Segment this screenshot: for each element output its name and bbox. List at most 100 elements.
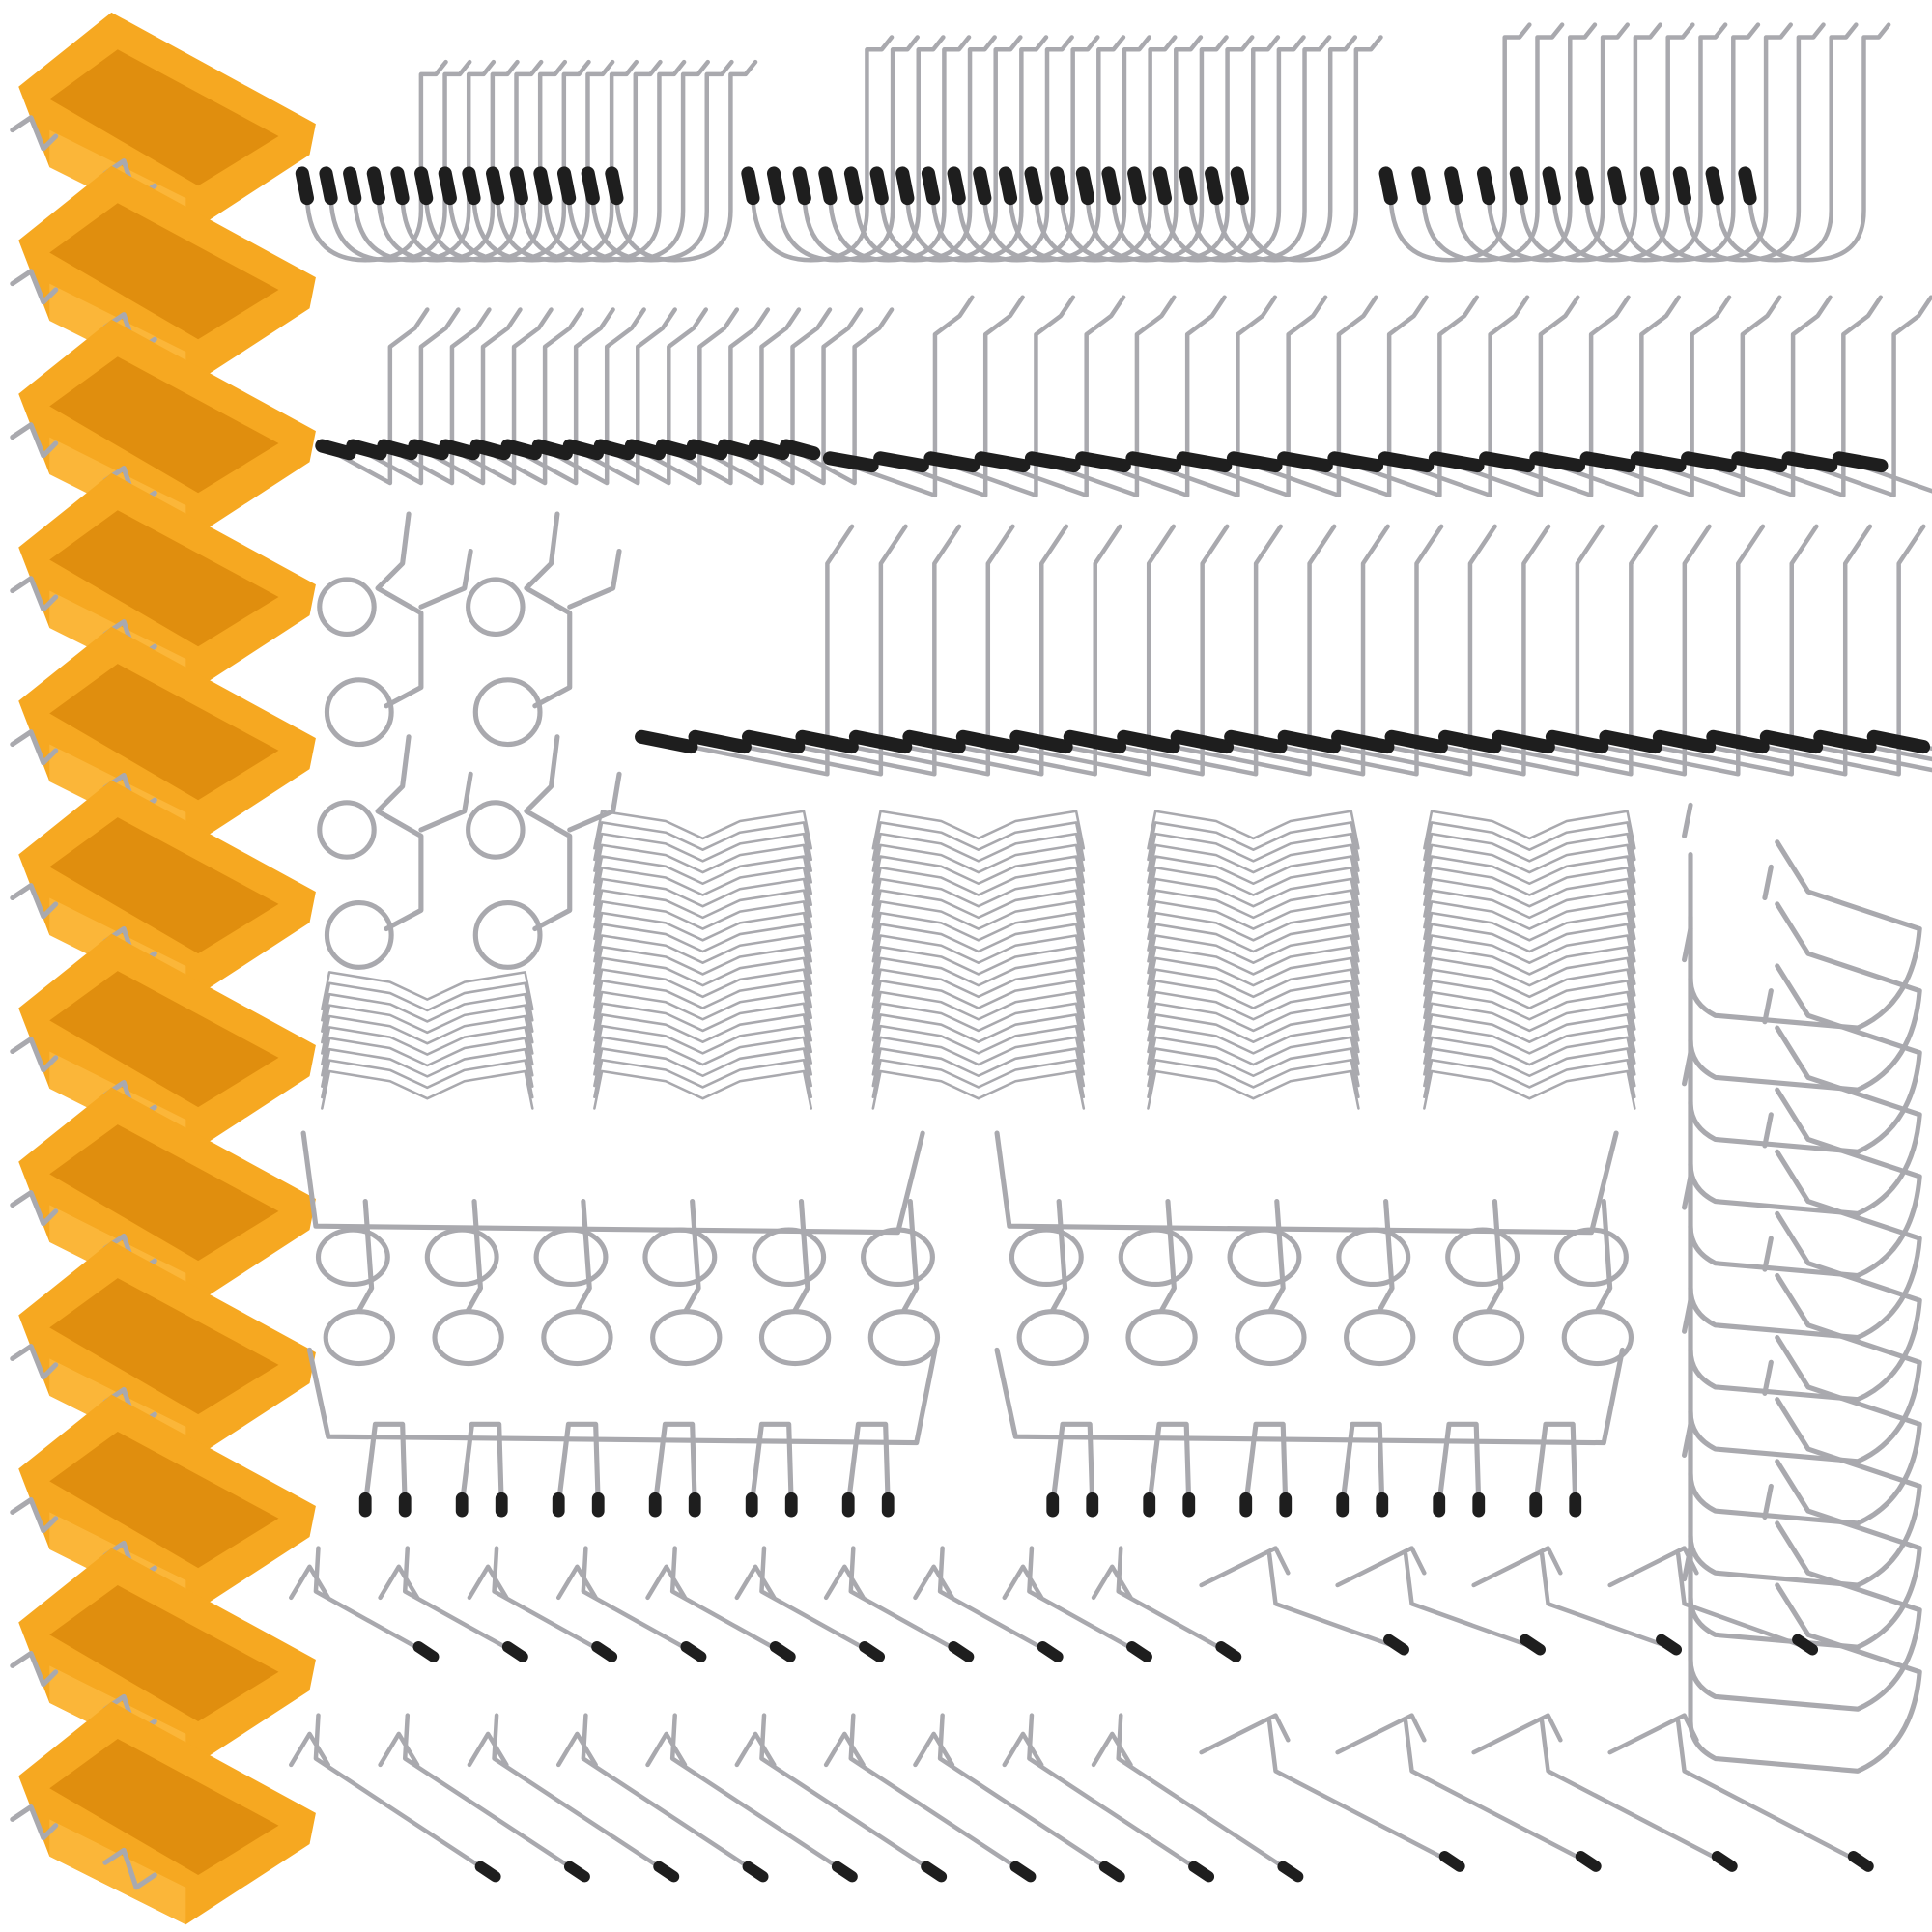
wave-clip bbox=[1423, 843, 1636, 884]
j-hook bbox=[947, 35, 1100, 263]
l-hook-wire bbox=[1029, 295, 1177, 498]
wave-clip bbox=[1423, 866, 1636, 907]
wave-clip bbox=[321, 1059, 534, 1099]
wave-clip bbox=[321, 1037, 534, 1077]
single-hook-wire bbox=[289, 1713, 498, 1879]
j-hook-wire bbox=[590, 59, 734, 263]
j-hook bbox=[462, 59, 615, 263]
rubber-tip bbox=[1215, 1641, 1242, 1662]
wave-clip bbox=[593, 877, 813, 918]
single-hook-wire bbox=[1335, 1546, 1543, 1652]
wave-clip bbox=[871, 945, 1086, 985]
l-hook bbox=[408, 307, 523, 486]
long-l-hook bbox=[741, 524, 962, 777]
single-hook bbox=[1471, 1546, 1683, 1656]
rubber-tip bbox=[408, 439, 449, 461]
rubber-tip bbox=[319, 166, 338, 206]
long-l-hook-wire bbox=[1122, 524, 1337, 777]
single-hook-wire bbox=[1091, 1713, 1300, 1879]
long-l-hook-wire bbox=[1442, 524, 1659, 777]
j-hook bbox=[1152, 35, 1306, 263]
bent-shelf-hook-wire bbox=[1682, 1297, 1922, 1526]
loop-hook-wire bbox=[567, 771, 622, 833]
j-hook bbox=[1378, 22, 1532, 263]
single-hook bbox=[467, 1713, 680, 1883]
l-hook-wire bbox=[412, 307, 523, 486]
holder-ring-stem bbox=[1486, 1199, 1504, 1313]
single-hook-wire bbox=[378, 1546, 526, 1660]
wave-clip bbox=[1147, 934, 1360, 975]
wave-clip bbox=[871, 934, 1086, 975]
rubber-tip bbox=[902, 729, 966, 754]
single-hook-wire bbox=[1199, 1546, 1406, 1652]
j-hook-wire bbox=[1188, 35, 1332, 263]
l-hook-wire bbox=[1281, 295, 1429, 498]
wave-clip bbox=[593, 980, 813, 1020]
j-hook-wire bbox=[853, 35, 997, 263]
l-hook bbox=[1024, 295, 1177, 498]
rubber-tip bbox=[1579, 451, 1636, 473]
l-hook-wire bbox=[691, 307, 802, 486]
wave-clip bbox=[1423, 934, 1636, 975]
holder-ring bbox=[1553, 1227, 1629, 1288]
wave-clip bbox=[1423, 832, 1636, 872]
j-hook bbox=[818, 35, 972, 263]
long-l-hook-wire bbox=[853, 524, 1069, 777]
l-hook-wire bbox=[536, 307, 646, 486]
l-hook bbox=[346, 307, 461, 486]
wave-clip bbox=[1423, 889, 1636, 929]
rubber-tip bbox=[869, 166, 889, 206]
bin-peg-clip bbox=[10, 1497, 59, 1534]
l-hook-wire bbox=[1786, 295, 1932, 498]
long-l-hook-wire bbox=[1175, 524, 1390, 777]
wave-clip bbox=[593, 889, 813, 929]
j-hook bbox=[390, 59, 544, 263]
rubber-tip bbox=[1224, 729, 1288, 754]
wave-clip bbox=[321, 992, 534, 1033]
loop-ring bbox=[466, 577, 526, 637]
wave-clip bbox=[593, 1024, 813, 1065]
wave-clip-stack bbox=[321, 971, 534, 1110]
long-l-hook bbox=[902, 524, 1122, 777]
l-hook-wire bbox=[1685, 295, 1833, 498]
single-hook-wire bbox=[1091, 1546, 1238, 1660]
bin-front bbox=[49, 1819, 186, 1925]
holder-ring bbox=[861, 1227, 935, 1288]
wave-clip bbox=[1147, 866, 1360, 907]
rubber-tip bbox=[469, 439, 511, 461]
single-hook bbox=[1002, 1546, 1152, 1662]
bin-interior bbox=[49, 817, 279, 954]
j-hook bbox=[998, 35, 1151, 263]
l-hook bbox=[562, 307, 677, 486]
l-hook bbox=[469, 307, 584, 486]
j-hook-wire bbox=[1617, 22, 1761, 263]
loop-hook bbox=[317, 511, 473, 748]
single-hook bbox=[1091, 1546, 1242, 1662]
l-hook-wire bbox=[1382, 295, 1530, 498]
l-hook bbox=[377, 307, 492, 486]
bent-shelf-hook-wire bbox=[1682, 1421, 1922, 1650]
long-l-hook bbox=[1117, 524, 1337, 777]
multi-prong-holders bbox=[306, 1347, 1626, 1518]
loop-ring bbox=[472, 677, 543, 748]
long-l-hook-wire bbox=[1711, 524, 1926, 777]
l-hook bbox=[1176, 295, 1328, 498]
bent-shelf-hook bbox=[1682, 1297, 1922, 1526]
holder-ring bbox=[1118, 1227, 1193, 1288]
single-hook bbox=[1091, 1713, 1304, 1883]
wave-clip bbox=[871, 877, 1086, 918]
loop-hook bbox=[317, 734, 473, 970]
long-l-hook-wire bbox=[1014, 524, 1230, 777]
holder-ring-stem bbox=[1159, 1199, 1177, 1313]
wave-clip bbox=[1147, 810, 1360, 850]
l-hook-wire bbox=[660, 307, 771, 486]
l-hook-wire bbox=[598, 307, 709, 486]
j-hook-wire bbox=[1584, 22, 1728, 263]
wave-clip bbox=[593, 934, 813, 975]
holder-ring-stem bbox=[466, 1199, 483, 1313]
rubber-tip bbox=[531, 439, 573, 461]
j-hook-wire bbox=[566, 59, 710, 263]
j-hook bbox=[1476, 22, 1630, 263]
rubber-tip bbox=[1179, 166, 1198, 206]
prong-pair bbox=[1243, 1421, 1289, 1508]
